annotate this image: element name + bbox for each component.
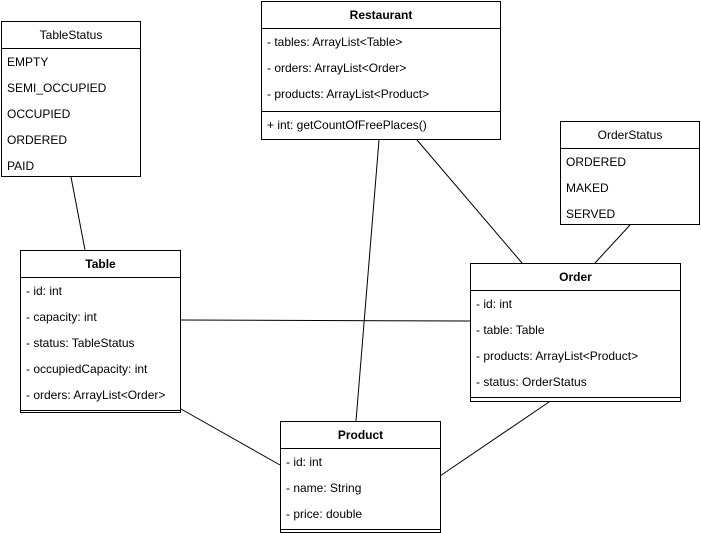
class-field: - products: ArrayList<Product>	[267, 87, 430, 101]
class-table-title: Table	[21, 251, 180, 278]
line-tablestatus-table	[70, 176, 86, 251]
enum-value: OCCUPIED	[7, 107, 71, 121]
class-field: - tables: ArrayList<Table>	[267, 35, 403, 49]
class-field: - status: OrderStatus	[476, 375, 587, 389]
class-table[interactable]: Table - id: int - capacity: int - status…	[20, 250, 181, 413]
class-field: - orders: ArrayList<Order>	[267, 61, 407, 75]
line-restaurant-order	[416, 139, 523, 264]
line-table-product	[180, 408, 281, 466]
class-separator	[281, 529, 440, 530]
class-tablestatus-title: TableStatus	[2, 22, 140, 49]
class-restaurant-title: Restaurant	[262, 2, 500, 29]
class-method: + int: getCountOfFreePlaces()	[267, 118, 427, 132]
enum-value: EMPTY	[7, 55, 49, 69]
class-field: - products: ArrayList<Product>	[476, 349, 639, 363]
enum-value: SERVED	[566, 207, 616, 221]
class-field: - capacity: int	[26, 310, 97, 324]
class-field: - id: int	[286, 455, 323, 469]
class-orderstatus-title: OrderStatus	[561, 122, 699, 149]
class-separator	[21, 410, 180, 411]
class-field: - id: int	[26, 284, 63, 298]
line-restaurant-product	[355, 139, 380, 422]
class-field: - name: String	[286, 481, 362, 495]
class-orderstatus[interactable]: OrderStatus ORDERED MAKED SERVED	[560, 121, 700, 225]
class-tablestatus[interactable]: TableStatus EMPTY SEMI_OCCUPIED OCCUPIED…	[1, 21, 141, 177]
class-field: - price: double	[286, 507, 363, 521]
class-separator	[471, 397, 680, 398]
class-product-title: Product	[281, 422, 440, 449]
enum-value: MAKED	[566, 181, 609, 195]
class-order[interactable]: Order - id: int - table: Table - product…	[470, 263, 681, 402]
class-separator	[262, 111, 500, 112]
enum-value: ORDERED	[566, 155, 627, 169]
class-order-title: Order	[471, 264, 680, 291]
line-order-product	[439, 401, 550, 477]
class-product[interactable]: Product - id: int - name: String - price…	[280, 421, 441, 533]
enum-value: ORDERED	[7, 133, 68, 147]
class-field: - occupiedCapacity: int	[26, 362, 148, 376]
class-field: - id: int	[476, 297, 513, 311]
line-orderstatus-order	[594, 224, 631, 264]
enum-value: SEMI_OCCUPIED	[7, 81, 107, 95]
class-field: - status: TableStatus	[26, 336, 135, 350]
class-field: - orders: ArrayList<Order>	[26, 388, 166, 402]
class-restaurant[interactable]: Restaurant - tables: ArrayList<Table> - …	[261, 1, 501, 140]
class-field: - table: Table	[476, 323, 545, 337]
enum-value: PAID	[7, 159, 35, 173]
line-table-order	[180, 319, 471, 322]
